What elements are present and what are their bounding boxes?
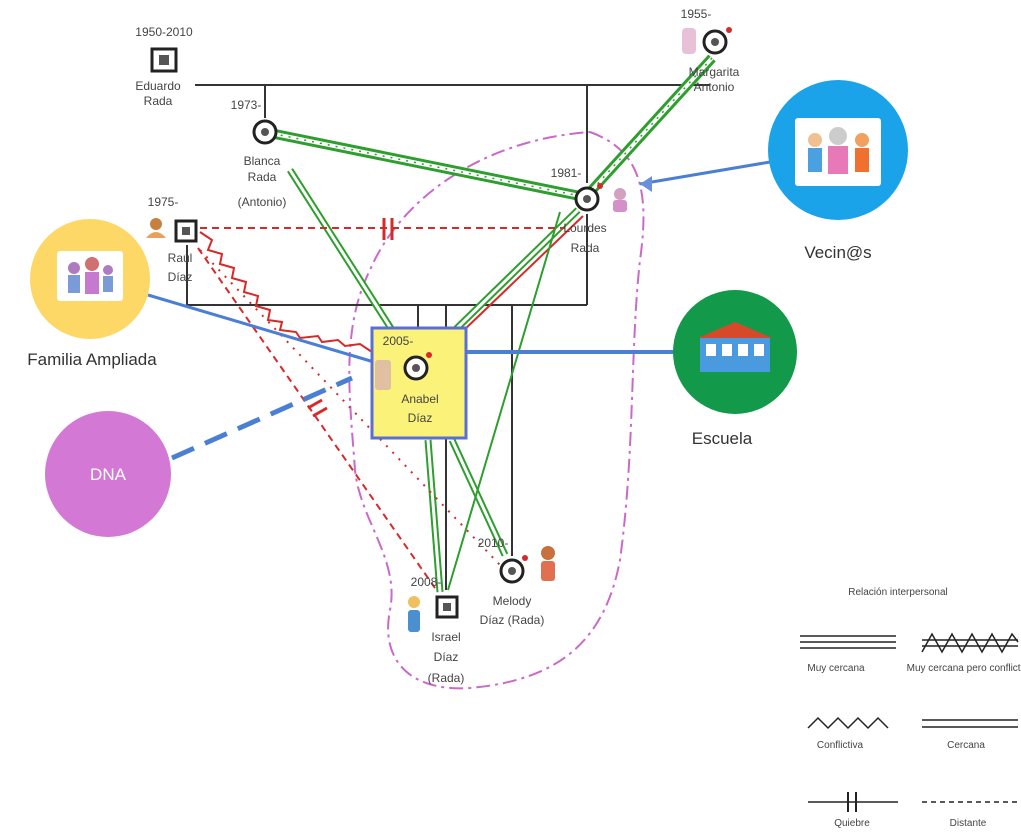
israel-name2: Díaz: [434, 650, 459, 664]
raul-years: 1975-: [148, 195, 179, 209]
close-anabel-melody: [448, 438, 509, 557]
person-israel[interactable]: 2008- Israel Díaz (Rada): [408, 575, 464, 685]
eduardo-years: 1950-2010: [135, 25, 193, 39]
person-lourdes[interactable]: 1981- Lourdes Rada: [551, 166, 627, 255]
anabel-name1: Anabel: [401, 392, 438, 406]
legend-conflictive-label: Conflictiva: [817, 740, 864, 751]
raul-name2: Díaz: [168, 270, 193, 284]
close-lourdes-anabel: [452, 207, 584, 333]
blanca-years: 1973-: [231, 98, 262, 112]
person-blanca[interactable]: 1973- Blanca Rada (Antonio): [231, 98, 287, 209]
lourdes-name2: Rada: [571, 241, 600, 255]
close-blanca-anabel: [287, 168, 395, 332]
margarita-name2: Antonio: [694, 80, 735, 94]
israel-years: 2008-: [411, 575, 442, 589]
lourdes-years: 1981-: [551, 166, 582, 180]
very-close-conflictive-margarita-lourdes: [588, 54, 716, 194]
link-familia-anabel: [147, 293, 375, 364]
ecomap-escuela-label: Escuela: [692, 429, 753, 448]
person-anabel-focus[interactable]: 2005- Anabel Díaz: [370, 326, 468, 440]
conflictive-raul-anabel: [199, 231, 373, 353]
legend-title: Relación interpersonal: [848, 587, 948, 598]
ecomap-dna-label: DNA: [90, 465, 127, 484]
margarita-name1: Margarita: [689, 65, 740, 79]
person-raul[interactable]: 1975- Raúl Díaz: [146, 195, 198, 284]
ecomap-vecinos-label: Vecin@s: [804, 243, 871, 262]
lourdes-name1: Lourdes: [563, 221, 606, 235]
legend-very-close-conflictive-label: Muy cercana pero conflictiva: [907, 663, 1021, 674]
household-boundary: [348, 130, 645, 690]
eduardo-name2: Rada: [144, 94, 173, 108]
ecomap-dna[interactable]: DNA: [45, 411, 171, 537]
anabel-years: 2005-: [383, 334, 414, 348]
israel-name3: (Rada): [428, 671, 465, 685]
person-melody[interactable]: 2010- Melody Díaz (Rada): [478, 536, 555, 627]
legend-close: Cercana: [922, 719, 1018, 751]
ecomap-familia[interactable]: Familia Ampliada: [27, 219, 157, 369]
legend-distant-label: Distante: [950, 818, 987, 829]
broken-raul-lourdes: [200, 218, 565, 240]
legend-broken-label: Quiebre: [834, 818, 870, 829]
anabel-name2: Díaz: [408, 411, 433, 425]
close-lourdes-israel: [447, 211, 561, 591]
legend-very-close-label: Muy cercana: [807, 663, 865, 674]
ecomap-escuela[interactable]: Escuela: [673, 290, 797, 448]
blanca-name1: Blanca: [244, 154, 281, 168]
blanca-name3: (Antonio): [238, 195, 287, 209]
broken-raul-israel: [197, 247, 436, 589]
very-close-conflictive-blanca-lourdes: [264, 127, 581, 201]
ecomap-vecinos[interactable]: Vecin@s: [768, 80, 908, 262]
eduardo-name1: Eduardo: [135, 79, 181, 93]
close-anabel-israel: [424, 439, 444, 593]
person-margarita[interactable]: 1955- Margarita Antonio: [681, 7, 740, 94]
legend-very-close-conflictive: Muy cercana pero conflictiva: [907, 632, 1021, 674]
ecomap-familia-label: Familia Ampliada: [27, 350, 157, 369]
melody-name1: Melody: [493, 594, 532, 608]
legend-distant: Distante: [922, 801, 1018, 829]
legend-close-label: Cercana: [947, 740, 985, 751]
link-dna-anabel: [170, 375, 354, 461]
link-vecinos-lourdes: [639, 160, 771, 192]
legend: Relación interpersonal Muy cercana Muy c…: [800, 587, 1021, 829]
margarita-years: 1955-: [681, 7, 712, 21]
family-structure-lines: [186, 84, 710, 590]
raul-name1: Raúl: [168, 251, 193, 265]
distant-raul-melody: [199, 249, 501, 566]
legend-very-close: Muy cercana: [800, 635, 896, 674]
legend-conflictive: Conflictiva: [807, 716, 889, 751]
blanca-name2: Rada: [248, 170, 277, 184]
israel-name1: Israel: [431, 630, 460, 644]
person-eduardo[interactable]: 1950-2010 Eduardo Rada: [135, 25, 193, 108]
melody-years: 2010-: [478, 536, 509, 550]
melody-name2: Díaz (Rada): [480, 613, 545, 627]
legend-broken: Quiebre: [808, 792, 898, 829]
